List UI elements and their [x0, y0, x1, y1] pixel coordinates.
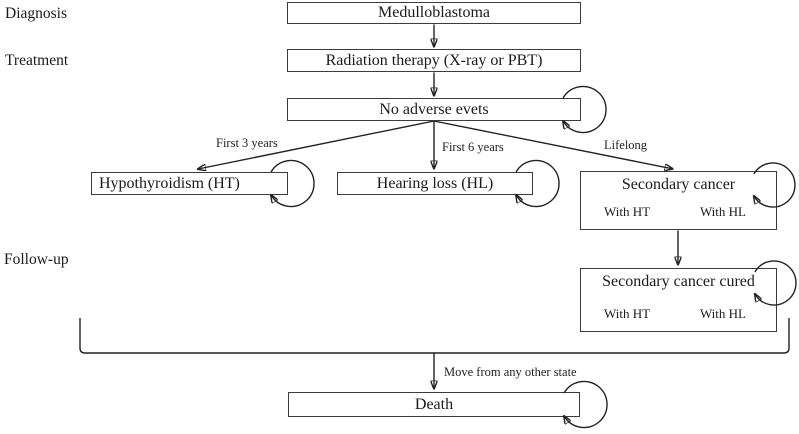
row-label-diagnosis: Diagnosis — [5, 5, 67, 22]
node-hypothyroidism-label: Hypothyroidism (HT) — [99, 174, 240, 192]
node-secondary-cancer-cured: Secondary cancer cured With HT With HL — [580, 268, 777, 332]
node-no-adverse-events-label: No adverse evets — [379, 100, 489, 118]
node-secondary-cancer: Secondary cancer With HT With HL — [580, 171, 777, 230]
node-hearing-loss: Hearing loss (HL) — [337, 172, 533, 195]
with-ht-label: With HT — [604, 204, 651, 219]
row-label-treatment: Treatment — [5, 52, 69, 69]
node-secondary-cancer-cured-label: Secondary cancer cured — [602, 273, 755, 290]
node-radiation-therapy: Radiation therapy (X-ray or PBT) — [287, 49, 581, 72]
node-death-label: Death — [414, 395, 454, 413]
edge-label-first-6-years: First 6 years — [442, 140, 504, 154]
edge-label-first-3-years: First 3 years — [216, 136, 278, 150]
edge-label-move-from-any-other-state: Move from any other state — [444, 365, 577, 379]
secondary-cancer-substates: With HT With HL — [581, 205, 776, 218]
node-radiation-therapy-label: Radiation therapy (X-ray or PBT) — [325, 51, 543, 69]
node-hearing-loss-label: Hearing loss (HL) — [376, 174, 494, 192]
with-ht-label: With HT — [604, 306, 651, 321]
node-hypothyroidism: Hypothyroidism (HT) — [91, 172, 288, 195]
secondary-cancer-cured-substates: With HT With HL — [581, 307, 776, 320]
node-death: Death — [288, 392, 580, 417]
node-no-adverse-events: No adverse evets — [287, 98, 581, 121]
node-medulloblastoma: Medulloblastoma — [287, 2, 581, 24]
node-secondary-cancer-label: Secondary cancer — [621, 176, 736, 193]
with-hl-label: With HL — [699, 204, 746, 219]
row-label-followup: Follow-up — [4, 251, 69, 268]
with-hl-label: With HL — [699, 306, 746, 321]
node-medulloblastoma-label: Medulloblastoma — [378, 4, 490, 21]
edge-label-lifelong: Lifelong — [604, 138, 648, 152]
